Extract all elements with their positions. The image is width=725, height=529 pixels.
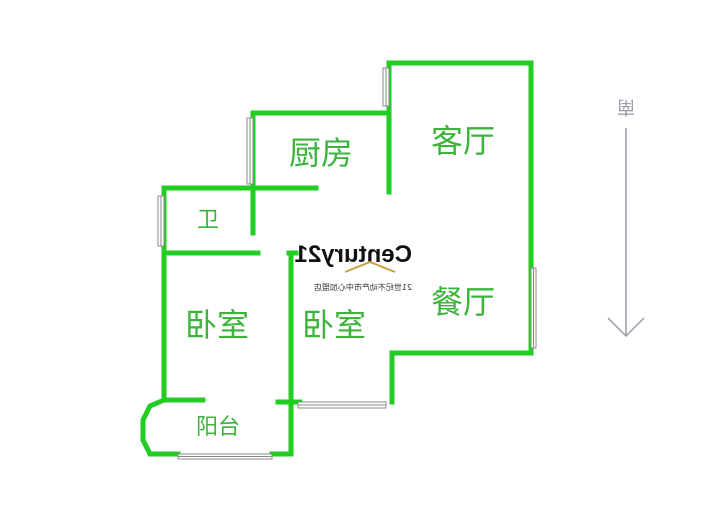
century21-logo: Century21 21世纪不动产市中心加盟店	[295, 241, 412, 292]
room-label-dining-room: 餐厅	[431, 283, 495, 321]
room-label-balcony: 阳台	[196, 415, 240, 440]
compass-label: 南	[617, 96, 635, 117]
window	[177, 453, 273, 460]
windows	[157, 67, 537, 460]
window	[382, 67, 390, 107]
room-label-bathroom: 卫	[197, 208, 219, 233]
room-label-kitchen: 厨房	[289, 134, 353, 172]
logo-wordmark: Century21	[295, 241, 412, 268]
compass: 南	[607, 96, 645, 338]
logo-roof-icon	[344, 260, 396, 273]
room-label-bedroom-left: 卧室	[185, 306, 249, 344]
logo-subtitle: 21世纪不动产市中心加盟店	[314, 282, 412, 292]
compass-arrow-head-icon	[607, 317, 645, 338]
window	[246, 117, 254, 185]
room-label-living-room: 客厅	[431, 122, 495, 160]
window	[530, 267, 537, 349]
wall	[140, 396, 181, 457]
room-label-bedroom-right: 卧室	[302, 306, 366, 344]
window	[297, 401, 387, 409]
window	[157, 195, 165, 247]
